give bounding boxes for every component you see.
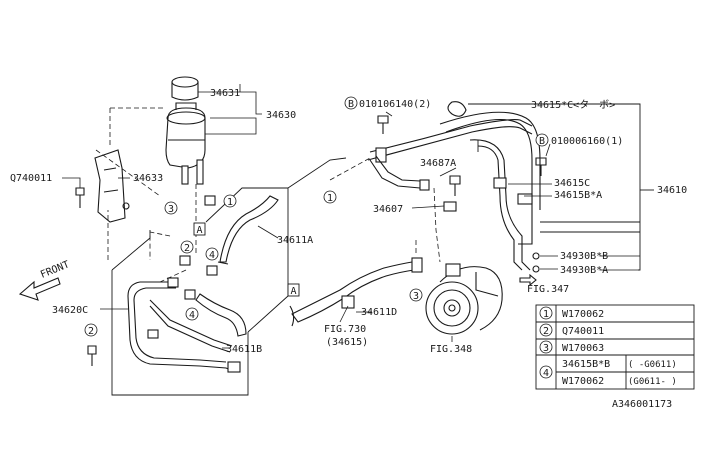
callout-2-left-a-text: 2 — [184, 243, 190, 254]
bolt-lower-left — [87, 345, 97, 366]
legend-row-3: 3 W170063 — [539, 340, 604, 354]
label-34930bb: 34930B*B — [560, 251, 608, 262]
reservoir-cap — [171, 76, 199, 101]
callout-1-mid-text: 1 — [327, 193, 333, 204]
reservoir-bracket — [94, 149, 130, 223]
callout-4-left-b: 4 — [185, 307, 199, 321]
hose-34611d — [289, 257, 423, 327]
legend-row-1-num: 1 — [543, 309, 549, 320]
callout-3-mid-text: 3 — [413, 291, 419, 302]
label-34631: 34631 — [210, 88, 240, 99]
callout-b-010006160-text: B — [539, 136, 545, 147]
legend-row-4: 4 34615B*B ( -G0611) W170062 (G0611- ) — [539, 359, 677, 387]
callout-1-mid: 1 — [323, 190, 337, 204]
hose-clamps — [167, 195, 218, 300]
callout-b-010106140: B — [344, 96, 358, 110]
label-fig348: FIG.348 — [430, 344, 472, 355]
legend-row-4b-part: W170062 — [562, 376, 604, 387]
label-fig730: FIG.730 — [324, 324, 366, 335]
callout-4-left-a: 4 — [205, 247, 219, 261]
legend-row-4a-part: 34615B*B — [562, 359, 610, 370]
callout-4-left-a-text: 4 — [209, 250, 215, 261]
hose-clip-top — [447, 101, 467, 117]
label-34615ba: 34615B*A — [554, 190, 602, 201]
label-34620c: 34620C — [52, 305, 88, 316]
callout-1-left: 1 — [223, 194, 237, 208]
label-34607: 34607 — [373, 204, 403, 215]
hose-34611a — [217, 195, 279, 265]
reference-box-a-left: A — [193, 222, 206, 236]
callout-4-left-b-text: 4 — [189, 310, 195, 321]
label-010106140: 010106140(2) — [359, 99, 431, 110]
legend-row-4a-range: ( -G0611) — [628, 360, 677, 370]
label-34610: 34610 — [657, 185, 687, 196]
legend-row-1-part: W170062 — [562, 309, 604, 320]
label-34611b: 34611B — [226, 344, 262, 355]
pressure-pipe-assembly — [367, 111, 541, 273]
label-34930ba: 34930B*A — [560, 265, 608, 276]
bolt-q740011 — [75, 187, 85, 208]
legend-row-3-part: W170063 — [562, 343, 604, 354]
label-34687a: 34687A — [420, 158, 456, 169]
label-010006160: 010006160(1) — [551, 136, 623, 147]
label-fig347: FIG.347 — [527, 284, 569, 295]
legend-row-1: 1 W170062 — [539, 306, 604, 320]
reference-box-a-mid: A — [287, 283, 300, 297]
legend-row-3-num: 3 — [543, 343, 549, 354]
legend-row-2: 2 Q740011 — [539, 323, 604, 337]
callout-3-left-text: 3 — [168, 204, 174, 215]
pipe-34607 — [369, 155, 430, 191]
oil-reservoir — [165, 102, 206, 185]
box-a-left-text: A — [197, 225, 203, 236]
pipe-34620c — [127, 281, 241, 373]
diagram-id: A346001173 — [612, 399, 672, 410]
hose-34611b — [195, 293, 247, 337]
box-a-mid-text: A — [291, 286, 297, 297]
front-label: FRONT — [39, 259, 71, 280]
label-34611a: 34611A — [277, 235, 313, 246]
bolt-34687a — [449, 175, 461, 196]
clip-34607 — [443, 201, 457, 212]
label-34633: 34633 — [133, 173, 163, 184]
legend-table: 1 W170062 2 Q740011 3 W170063 4 34615B*B… — [535, 304, 695, 390]
power-steering-pump — [425, 263, 503, 335]
callout-3-mid: 3 — [409, 288, 423, 302]
callout-1-left-text: 1 — [227, 197, 233, 208]
callout-2-left-b: 2 — [84, 323, 98, 337]
callout-b-010006160: B — [535, 133, 549, 147]
label-34615c: 34615C — [554, 178, 590, 189]
label-fig730-sub: (34615) — [326, 337, 368, 348]
callout-b-010106140-text: B — [348, 99, 354, 110]
legend-row-4b-range: (G0611- ) — [628, 377, 677, 387]
callout-3-left: 3 — [164, 201, 178, 215]
callout-2-left-b-text: 2 — [88, 326, 94, 337]
front-direction-arrow: FRONT — [18, 259, 71, 301]
callout-2-left-a: 2 — [180, 240, 194, 254]
bolt-010106140 — [377, 115, 389, 134]
label-34630: 34630 — [266, 110, 296, 121]
legend-row-4-num: 4 — [543, 368, 549, 379]
label-q740011: Q740011 — [10, 173, 52, 184]
legend-row-2-part: Q740011 — [562, 326, 604, 337]
bolt-010006160 — [535, 157, 547, 176]
fig347-arrow — [519, 273, 537, 287]
legend-row-2-num: 2 — [543, 326, 549, 337]
label-34615c-turbo: 34615*C<ターボ> — [531, 99, 615, 111]
label-34611d: 34611D — [361, 307, 397, 318]
